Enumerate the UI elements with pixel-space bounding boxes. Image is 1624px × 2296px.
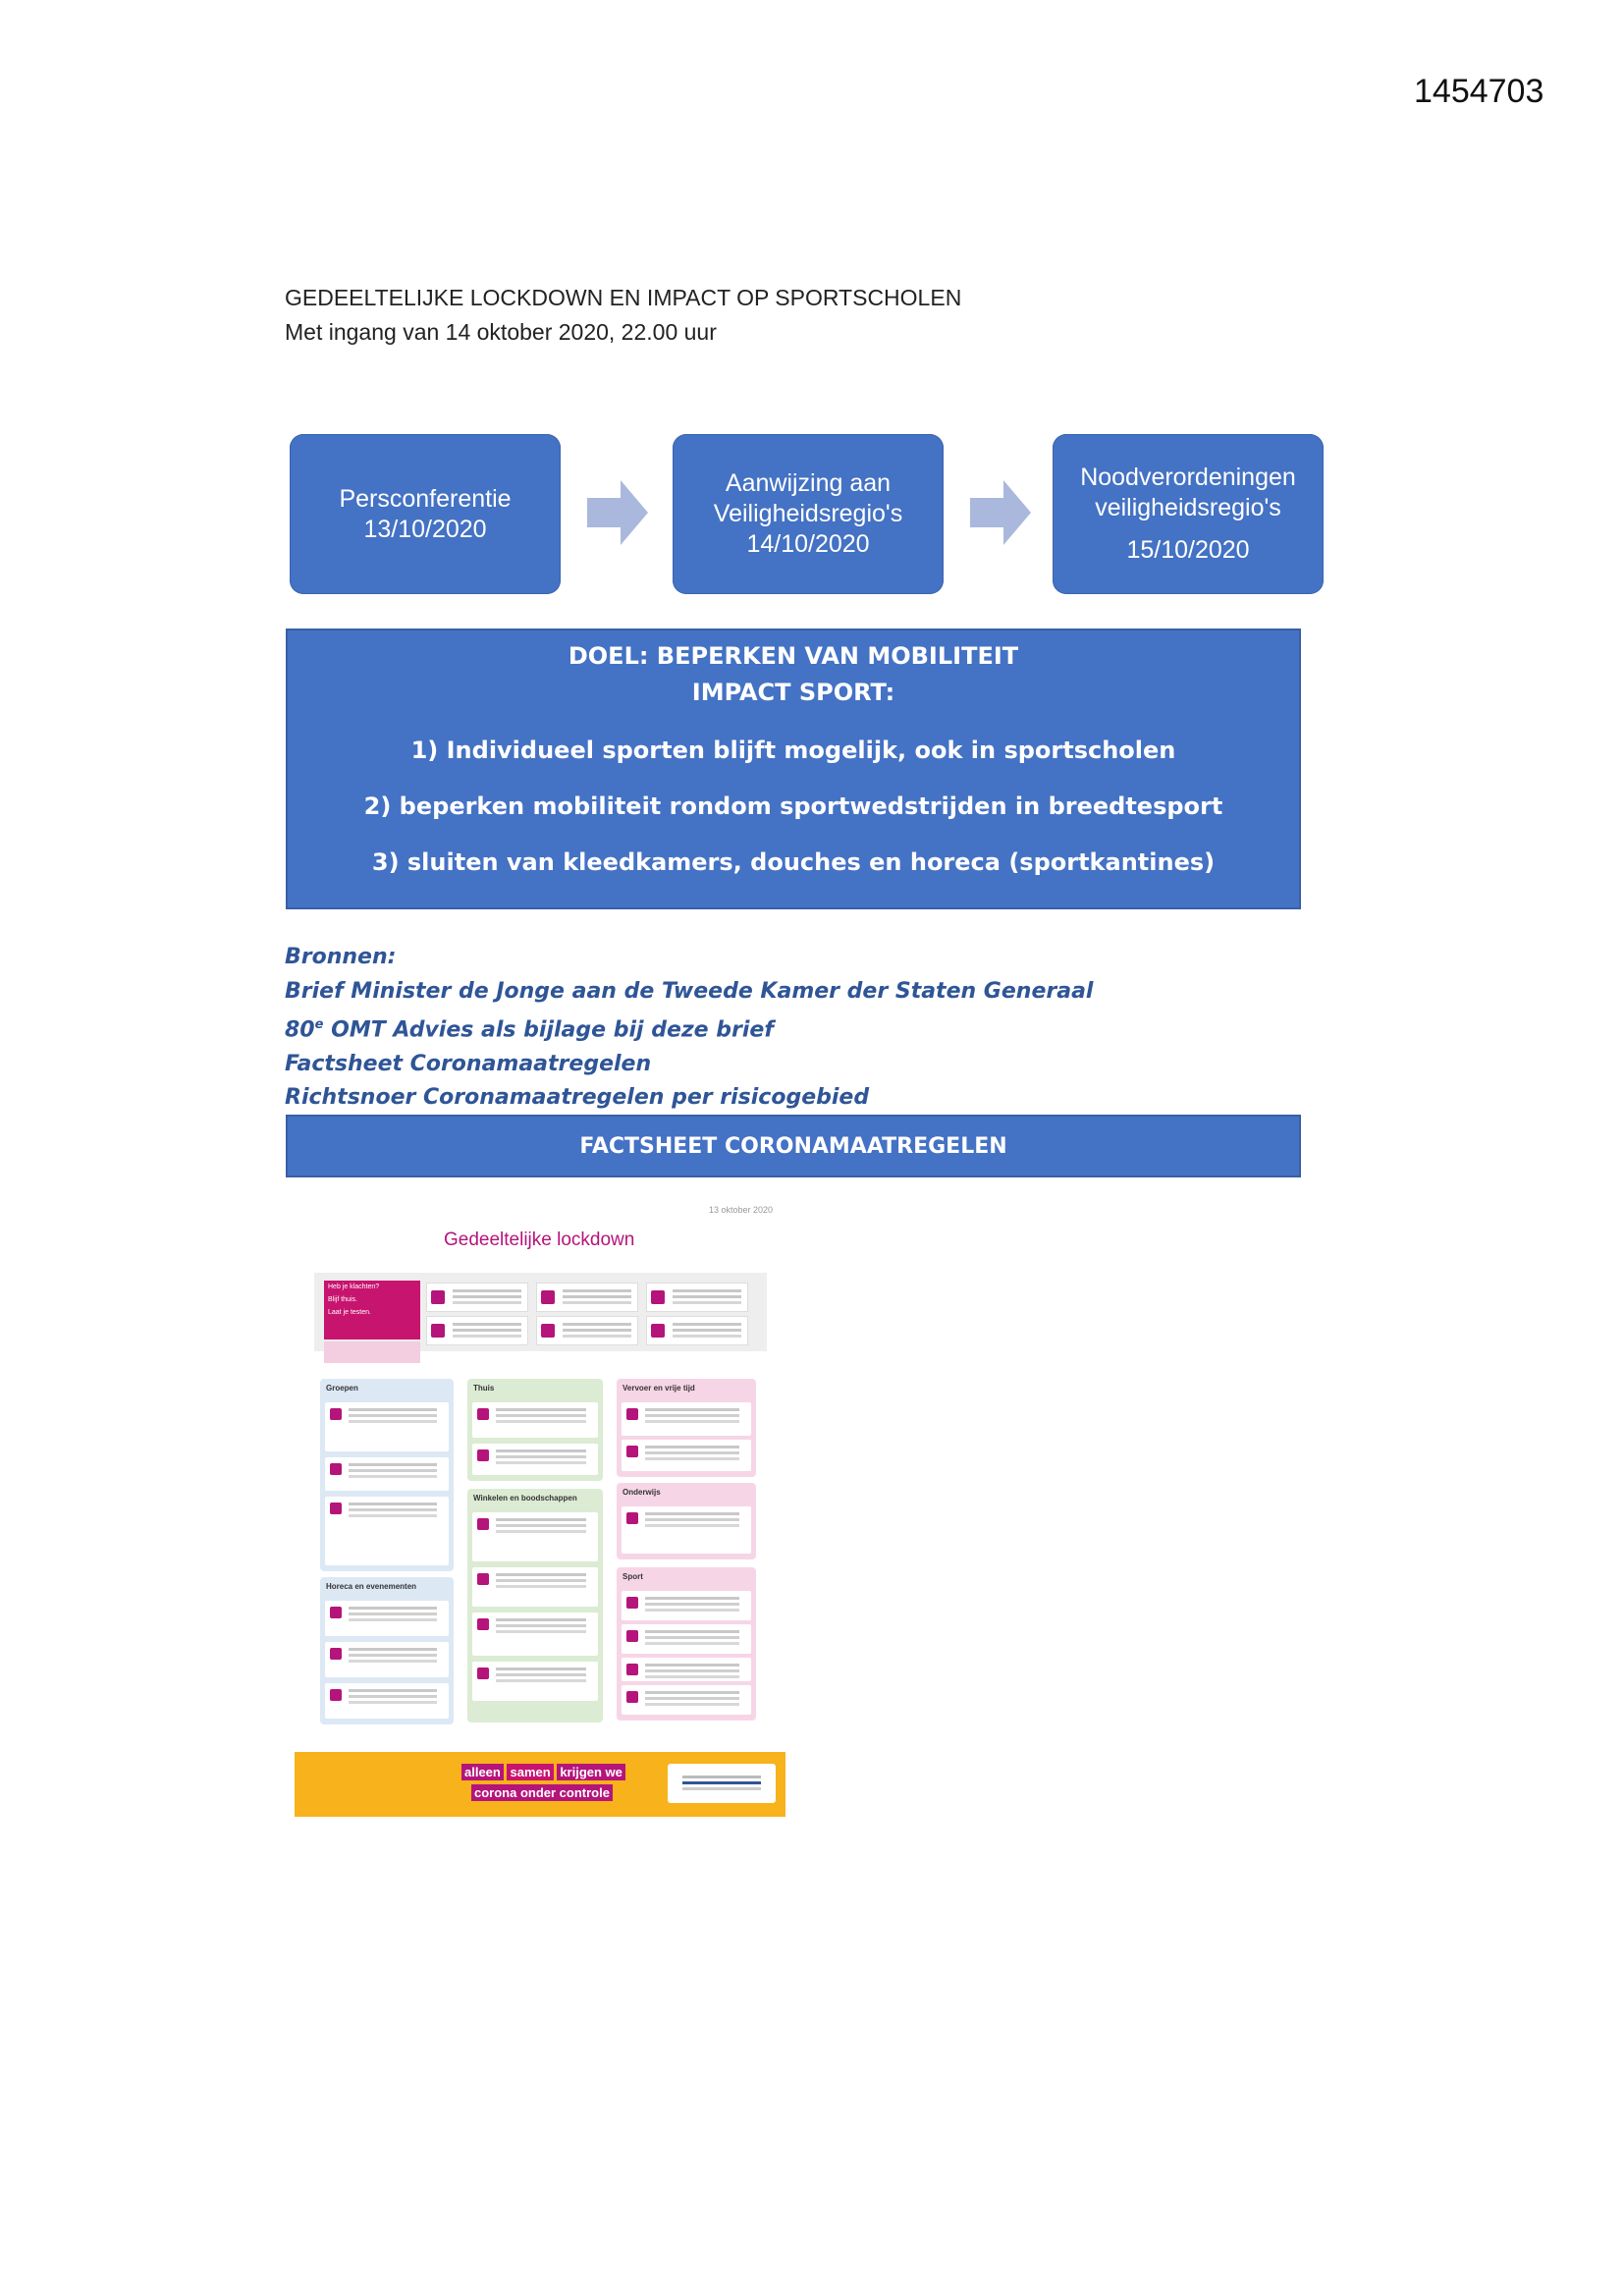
flow-step-noodverordeningen: Noodverordeningen veiligheidsregio's 15/… xyxy=(1053,434,1324,594)
arrow-right-icon xyxy=(970,480,1031,545)
laptop-icon xyxy=(431,1290,445,1304)
no-competition-icon xyxy=(626,1630,638,1642)
flow-step-aanwijzing: Aanwijzing aan Veiligheidsregio's 14/10/… xyxy=(673,434,944,594)
factsheet-column-thuis: Thuis xyxy=(467,1379,603,1481)
rule-tile xyxy=(426,1283,528,1312)
complaints-title: Heb je klachten? xyxy=(328,1284,380,1290)
factsheet-heading-bar: FACTSHEET CORONAMAATREGELEN xyxy=(286,1115,1301,1177)
factsheet-title: Gedeeltelijke lockdown xyxy=(444,1230,635,1250)
source-link-brief[interactable]: Brief Minister de Jonge aan de Tweede Ka… xyxy=(285,978,1094,1004)
document-id: 1454703 xyxy=(1414,73,1544,110)
face-mask-icon xyxy=(651,1324,665,1338)
flow-step-line: 15/10/2020 xyxy=(1126,536,1250,564)
goal-heading: DOEL: BEPERKEN VAN MOBILITEIT xyxy=(568,642,1019,670)
more-info-box xyxy=(668,1764,776,1803)
group-icon xyxy=(330,1463,342,1475)
sources-list: Bronnen: Brief Minister de Jonge aan de … xyxy=(285,941,1093,1116)
source-link-richtsnoer[interactable]: Richtsnoer Coronamaatregelen per risicog… xyxy=(285,1085,870,1111)
rule-tile xyxy=(536,1316,638,1345)
contact-job-icon xyxy=(477,1667,489,1679)
crowd-icon xyxy=(651,1290,665,1304)
flow-step-line: veiligheidsregio's xyxy=(1095,494,1281,521)
factsheet-column-groepen: Groepen xyxy=(320,1379,454,1571)
impact-point-1: 1) Individueel sporten blijft mogelijk, … xyxy=(410,737,1176,764)
source-omt-sup: e xyxy=(314,1017,324,1032)
source-link-factsheet[interactable]: Factsheet Coronamaatregelen xyxy=(285,1051,652,1076)
people-icon xyxy=(477,1408,489,1420)
home-icon xyxy=(477,1449,489,1461)
source-omt-text: OMT Advies als bijlage bij deze brief xyxy=(323,1017,774,1043)
factsheet-column-onderwijs: Onderwijs xyxy=(617,1483,756,1559)
column-title: Onderwijs xyxy=(623,1488,661,1497)
shopping-cart-icon xyxy=(477,1518,489,1530)
column-title: Winkelen en boodschappen xyxy=(473,1494,577,1503)
factsheet-column-vervoer: Vervoer en vrije tijd xyxy=(617,1379,756,1477)
complaints-item-stay-home: Blijf thuis. xyxy=(328,1296,357,1303)
column-title: Sport xyxy=(623,1572,643,1581)
source-link-omt-advies[interactable]: 80e OMT Advies als bijlage bij deze brie… xyxy=(285,1009,1093,1048)
factsheet-column-winkelen: Winkelen en boodschappen xyxy=(467,1489,603,1722)
impact-point-2: 2) beperken mobiliteit rondom sportwedst… xyxy=(363,793,1223,820)
slogan-word: krijgen we xyxy=(557,1764,625,1780)
sources-label: Bronnen: xyxy=(285,945,397,969)
clock-icon xyxy=(477,1618,489,1630)
impact-point-3: 3) sluiten van kleedkamers, douches en h… xyxy=(371,848,1216,876)
goal-box: DOEL: BEPERKEN VAN MOBILITEIT IMPACT SPO… xyxy=(286,629,1301,909)
flow-step-line: Persconferentie xyxy=(339,484,512,513)
complaints-footnote xyxy=(324,1341,420,1363)
house-icon xyxy=(330,1408,342,1420)
factsheet-column-horeca: Horeca en evenementen xyxy=(320,1577,454,1724)
slogan-line-2: corona onder controle xyxy=(471,1784,613,1801)
factsheet-column-sport: Sport xyxy=(617,1567,756,1721)
car-icon xyxy=(626,1408,638,1420)
arrow-right-icon xyxy=(587,480,648,545)
handwash-icon xyxy=(431,1324,445,1338)
flow-step-line: Aanwijzing aan xyxy=(725,469,892,497)
rule-tile xyxy=(536,1283,638,1312)
factsheet-image: 13 oktober 2020 Gedeeltelijke lockdown H… xyxy=(295,1198,795,1817)
slogan-line-1: alleen samen krijgen we xyxy=(461,1764,625,1780)
slogan-word: samen xyxy=(507,1764,554,1780)
rule-tile xyxy=(646,1283,748,1312)
column-title: Thuis xyxy=(473,1384,495,1393)
distance-icon xyxy=(541,1290,555,1304)
page-subtitle: Met ingang van 14 oktober 2020, 22.00 uu… xyxy=(285,319,717,345)
source-omt-number: 80 xyxy=(285,1017,315,1043)
public-transport-icon xyxy=(626,1446,638,1457)
rule-tile xyxy=(426,1316,528,1345)
slogan-word: alleen xyxy=(461,1764,504,1780)
location-icon xyxy=(330,1503,342,1514)
column-title: Vervoer en vrije tijd xyxy=(623,1384,695,1393)
alcohol-icon xyxy=(477,1573,489,1585)
canteen-closed-icon xyxy=(626,1691,638,1703)
flow-step-line: 14/10/2020 xyxy=(746,530,870,558)
flow-step-line: Veiligheidsregio's xyxy=(713,500,903,527)
restaurant-icon xyxy=(330,1607,342,1618)
complaints-item-get-tested: Laat je testen. xyxy=(328,1309,371,1316)
flow-step-persconferentie: Persconferentie 13/10/2020 xyxy=(290,434,561,594)
sneeze-icon xyxy=(541,1324,555,1338)
no-audience-icon xyxy=(626,1664,638,1675)
page-title: GEDEELTELIJKE LOCKDOWN EN IMPACT OP SPOR… xyxy=(285,285,962,310)
factsheet-complaints-panel: Heb je klachten? Blijf thuis. Laat je te… xyxy=(324,1281,420,1339)
column-title: Horeca en evenementen xyxy=(326,1582,417,1591)
flow-step-line: Noodverordeningen xyxy=(1080,464,1296,491)
impact-heading: IMPACT SPORT: xyxy=(691,679,895,706)
school-icon xyxy=(626,1512,638,1524)
event-icon xyxy=(330,1689,342,1701)
slogan-word: corona onder controle xyxy=(471,1784,613,1801)
running-icon xyxy=(626,1597,638,1609)
rule-tile xyxy=(646,1316,748,1345)
column-title: Groepen xyxy=(326,1384,358,1393)
factsheet-date: 13 oktober 2020 xyxy=(709,1205,774,1215)
flow-step-line: 13/10/2020 xyxy=(363,515,487,543)
cutlery-icon xyxy=(330,1648,342,1660)
